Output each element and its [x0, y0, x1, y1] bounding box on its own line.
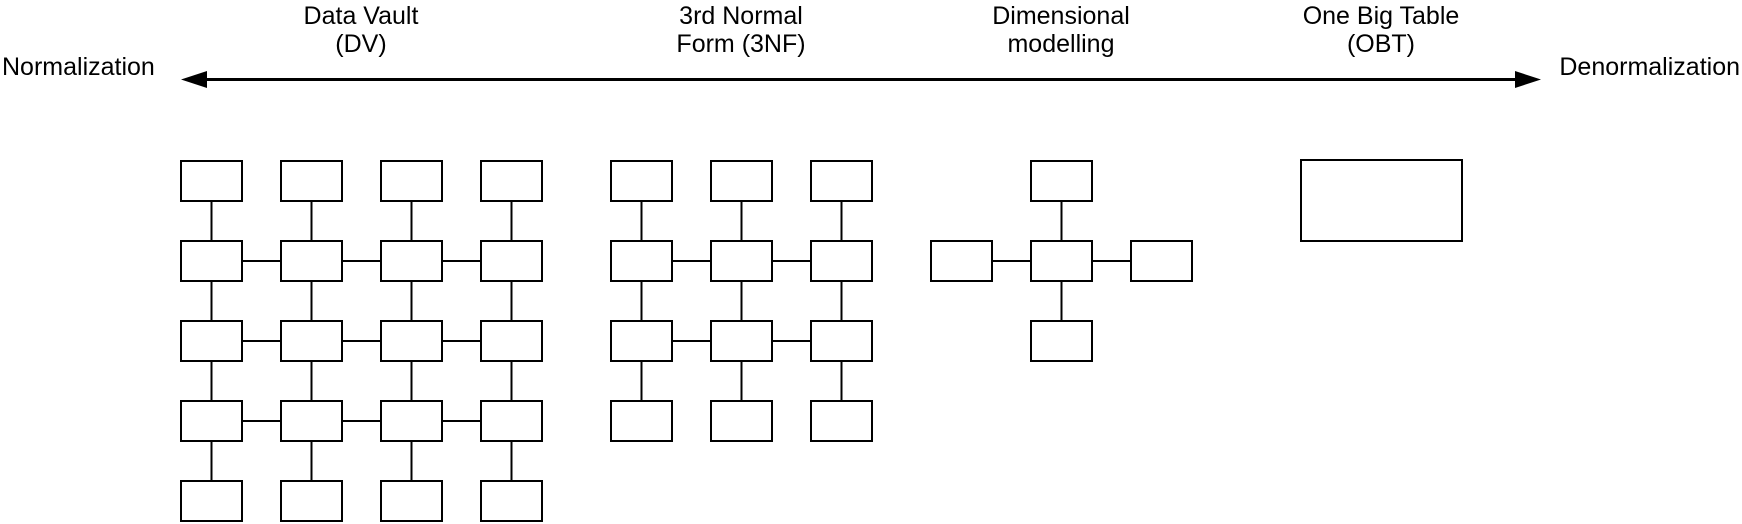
normalization-label: Normalization [2, 53, 155, 81]
arrowhead-left-icon [181, 71, 207, 88]
approach-label-line: Dimensional [992, 2, 1130, 30]
table-box [380, 320, 443, 362]
dimensional-modelling-schema [930, 160, 1193, 362]
approach-label-line: (OBT) [1346, 30, 1416, 58]
table-box [380, 160, 443, 202]
table-box [1030, 240, 1093, 282]
table-box [930, 240, 993, 282]
table-box [180, 400, 243, 442]
table-box [1030, 160, 1093, 202]
table-box [480, 400, 543, 442]
table-box [380, 480, 443, 522]
third-normal-form-schema [610, 160, 873, 442]
table-box [710, 240, 773, 282]
table-box [1130, 240, 1193, 282]
table-box [810, 400, 873, 442]
table-box [710, 160, 773, 202]
table-box [480, 240, 543, 282]
table-box [710, 400, 773, 442]
approach-label-third-normal-form: 3rd Normal Form (3NF) [676, 2, 805, 58]
table-box [380, 240, 443, 282]
table-box [280, 400, 343, 442]
approach-label-one-big-table: One Big Table (OBT) [1303, 2, 1460, 58]
table-box [610, 320, 673, 362]
approach-label-line: Form (3NF) [676, 30, 806, 58]
table-box [610, 240, 673, 282]
table-box [180, 240, 243, 282]
table-box [810, 320, 873, 362]
table-box [480, 480, 543, 522]
table-box [480, 320, 543, 362]
table-box [1030, 320, 1093, 362]
table-box [180, 160, 243, 202]
table-box [380, 400, 443, 442]
table-box [180, 320, 243, 362]
table-box [480, 160, 543, 202]
table-box [1300, 159, 1463, 242]
arrowhead-right-icon [1515, 71, 1541, 88]
approach-label-line: (DV) [335, 30, 387, 58]
one-big-table-schema [1300, 159, 1463, 242]
table-box [710, 320, 773, 362]
table-box [610, 400, 673, 442]
data-vault-schema [180, 160, 543, 522]
table-box [280, 240, 343, 282]
approach-label-dimensional-modelling: Dimensional modelling [992, 2, 1130, 58]
table-box [280, 160, 343, 202]
denormalization-label: Denormalization [1559, 53, 1740, 81]
approach-label-line: 3rd Normal [679, 2, 803, 30]
table-box [280, 480, 343, 522]
table-box [610, 160, 673, 202]
approach-label-line: Data Vault [303, 2, 419, 30]
table-box [180, 480, 243, 522]
table-box [810, 240, 873, 282]
approach-label-data-vault: Data Vault (DV) [304, 2, 419, 58]
table-box [280, 320, 343, 362]
approach-label-line: modelling [1007, 30, 1115, 58]
approach-label-line: One Big Table [1302, 2, 1460, 30]
table-box [810, 160, 873, 202]
